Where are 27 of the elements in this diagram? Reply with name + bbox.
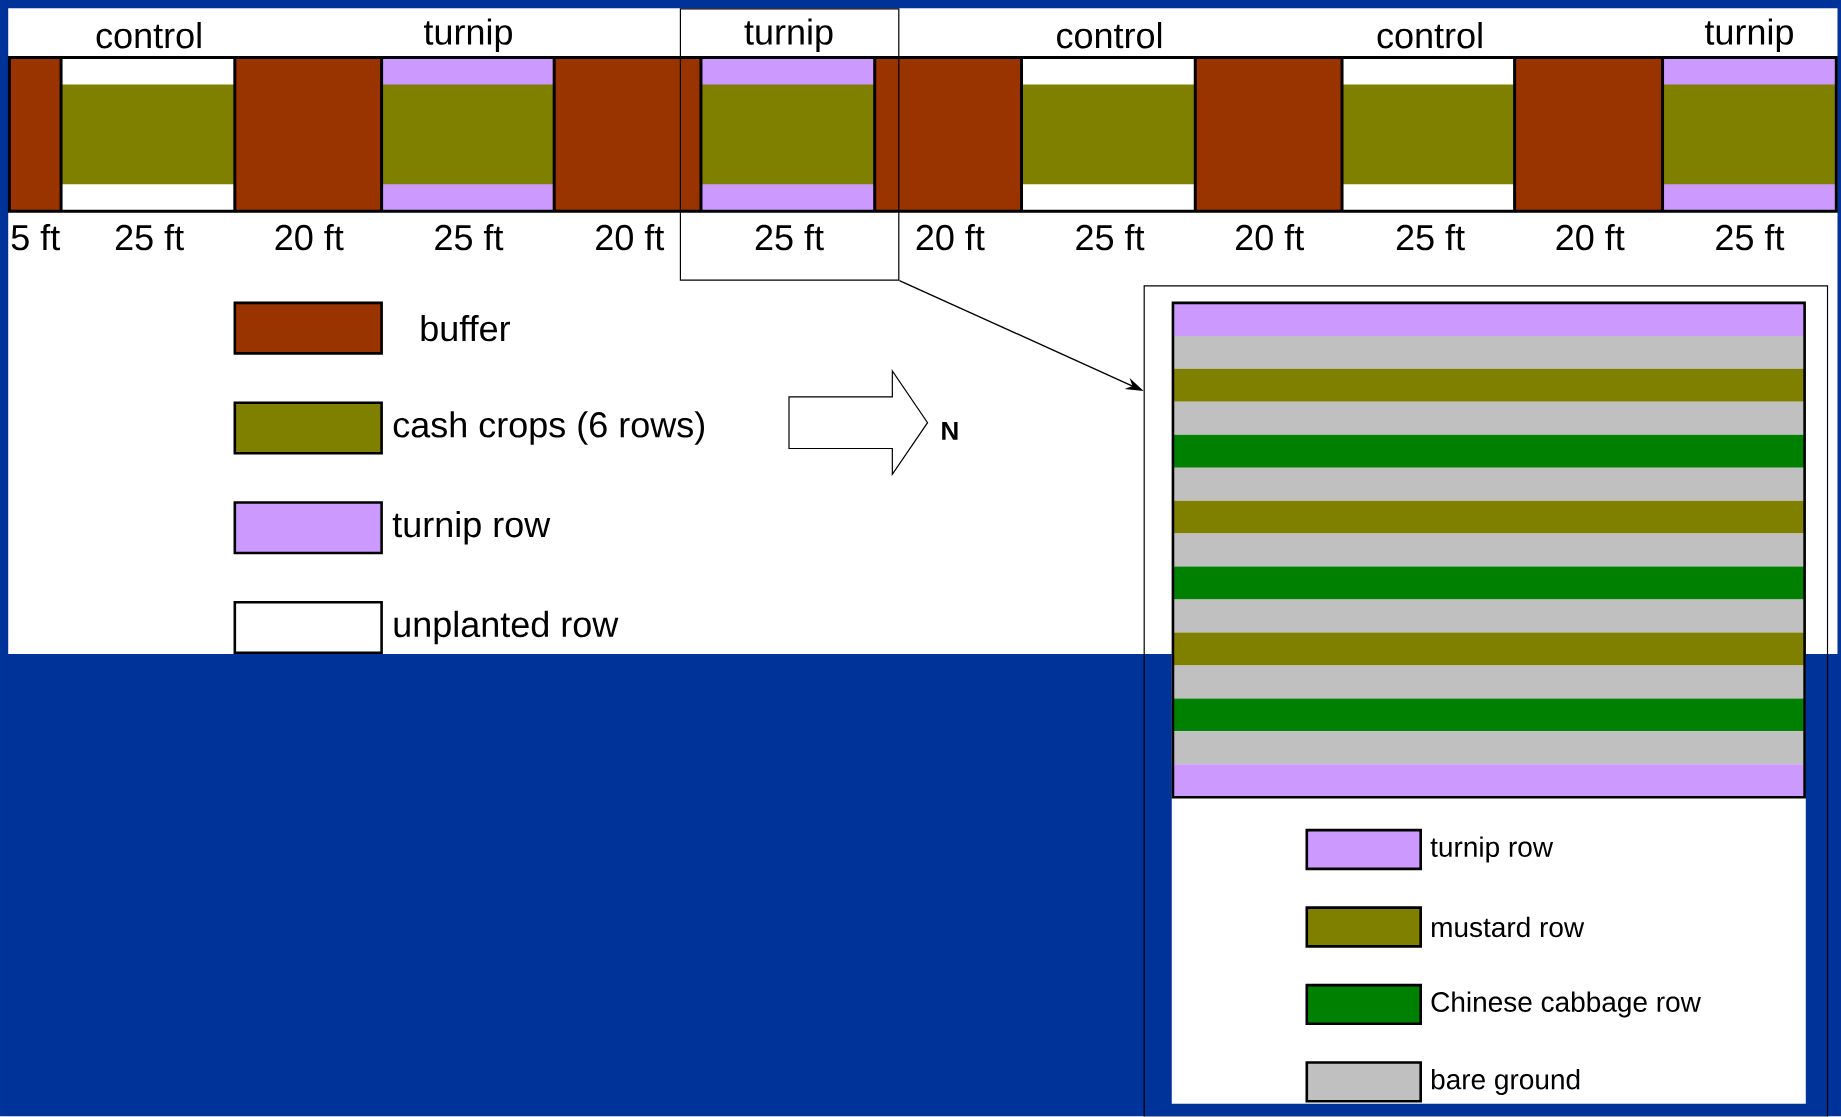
- plot-label: control: [1057, 22, 1162, 49]
- legend-label: turnip row: [392, 511, 551, 545]
- legend-label: mustard row: [1432, 916, 1585, 938]
- legend-label: bare ground: [1431, 1069, 1580, 1096]
- dimension-label: 20 ft: [1236, 224, 1304, 251]
- legend-label: unplanted row: [394, 611, 619, 645]
- plot-label: control: [96, 22, 201, 49]
- north-label: N: [942, 422, 958, 441]
- plot-label: turnip: [424, 18, 512, 53]
- plot-label: control: [1377, 22, 1482, 49]
- plot-label: turnip: [744, 18, 833, 53]
- dimension-label: 25 ft: [1716, 224, 1785, 251]
- dimension-label: 25 ft: [115, 224, 184, 251]
- dimension-label: 25 ft: [1076, 224, 1145, 251]
- dimension-label: 5 ft: [11, 224, 60, 251]
- legend-label: turnip row: [1430, 836, 1554, 863]
- dimension-label: 20 ft: [1556, 224, 1625, 251]
- highlight-box: [679, 8, 900, 281]
- dimension-label: 25 ft: [435, 224, 504, 251]
- dimension-label: 25 ft: [755, 224, 824, 251]
- dimension-label: 20 ft: [275, 224, 344, 251]
- legend-label: buffer: [421, 315, 510, 342]
- legend-label: Chinese cabbage row: [1431, 991, 1701, 1018]
- dimension-label: 25 ft: [1396, 224, 1465, 251]
- plot-label: turnip: [1704, 18, 1793, 53]
- dimension-label: 20 ft: [916, 224, 985, 251]
- legend-label: cash crops (6 rows): [393, 411, 704, 445]
